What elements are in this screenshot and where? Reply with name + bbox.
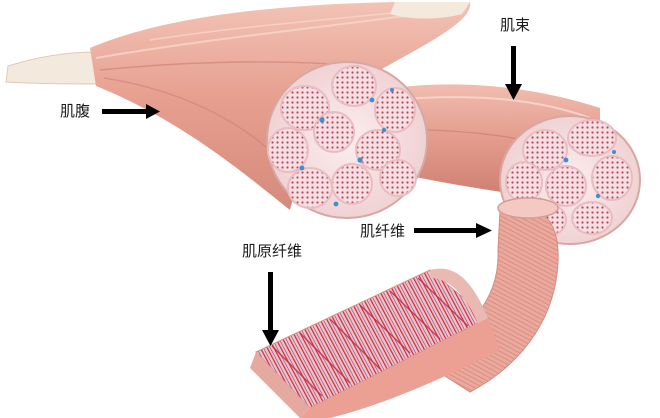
- myofibril-block: [250, 268, 500, 418]
- arrow-muscle-bundle: [505, 46, 522, 100]
- label-muscle-belly: 肌腹: [60, 102, 91, 120]
- arrow-muscle-fiber: [414, 223, 492, 238]
- arrow-muscle-belly: [102, 104, 160, 119]
- label-muscle-fiber: 肌纤维: [360, 222, 406, 240]
- label-myofibril: 肌原纤维: [242, 242, 303, 260]
- label-muscle-bundle: 肌束: [500, 16, 531, 34]
- belly-cross-section: [266, 61, 428, 219]
- tendon: [5, 51, 101, 85]
- arrow-myofibril: [262, 272, 279, 346]
